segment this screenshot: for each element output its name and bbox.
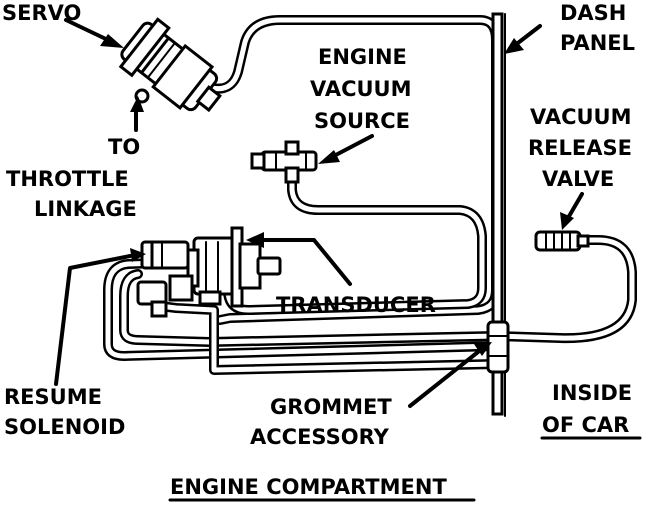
label-inside: INSIDE: [552, 381, 632, 405]
leader-engine-vacuum-source: [318, 134, 374, 164]
leader-vacuum-release-valve: [560, 192, 584, 230]
label-engine: ENGINE: [318, 45, 407, 69]
label-resume: RESUME: [4, 385, 102, 409]
label-transducer: TRANSDUCER: [276, 293, 436, 317]
leader-dash-panel: [504, 24, 542, 54]
grommet: [486, 320, 510, 374]
label-to: TO: [108, 135, 140, 159]
label-vacuum: VACUUM: [310, 77, 412, 101]
leader-servo: [64, 18, 124, 48]
label-dash: DASH: [560, 1, 626, 25]
label-engine-compartment: ENGINE COMPARTMENT: [170, 475, 447, 499]
label-panel: PANEL: [560, 31, 635, 55]
hose-to-release-valve: [491, 235, 637, 344]
label-servo: SERVO: [2, 1, 81, 25]
leader-throttle-linkage: [130, 96, 144, 132]
label-linkage: LINKAGE: [34, 197, 137, 221]
leader-transducer: [246, 232, 352, 286]
hose-stub-solenoid: [155, 301, 501, 375]
label-source: SOURCE: [314, 109, 410, 133]
servo: [118, 17, 222, 113]
label-release: RELEASE: [528, 136, 632, 160]
hose-transducer-loop: [103, 257, 501, 361]
resume-solenoid: [136, 240, 194, 318]
hose-source-to-transducer: [223, 163, 487, 316]
label-solenoid: SOLENOID: [4, 415, 125, 439]
label-of-car: OF CAR: [542, 413, 629, 437]
label-throttle: THROTTLE: [6, 167, 129, 191]
engine-vacuum-source-fitting: [250, 140, 318, 184]
leader-grommet-accessory: [408, 342, 492, 408]
transducer: [186, 226, 282, 308]
label-accessory: ACCESSORY: [250, 425, 390, 449]
label-vacuum-release: VACUUM: [530, 105, 632, 129]
label-grommet: GROMMET: [270, 395, 392, 419]
label-valve: VALVE: [542, 167, 614, 191]
leader-resume-solenoid: [54, 248, 146, 386]
hose-lower-loop: [119, 269, 501, 347]
vacuum-release-valve: [534, 230, 590, 252]
